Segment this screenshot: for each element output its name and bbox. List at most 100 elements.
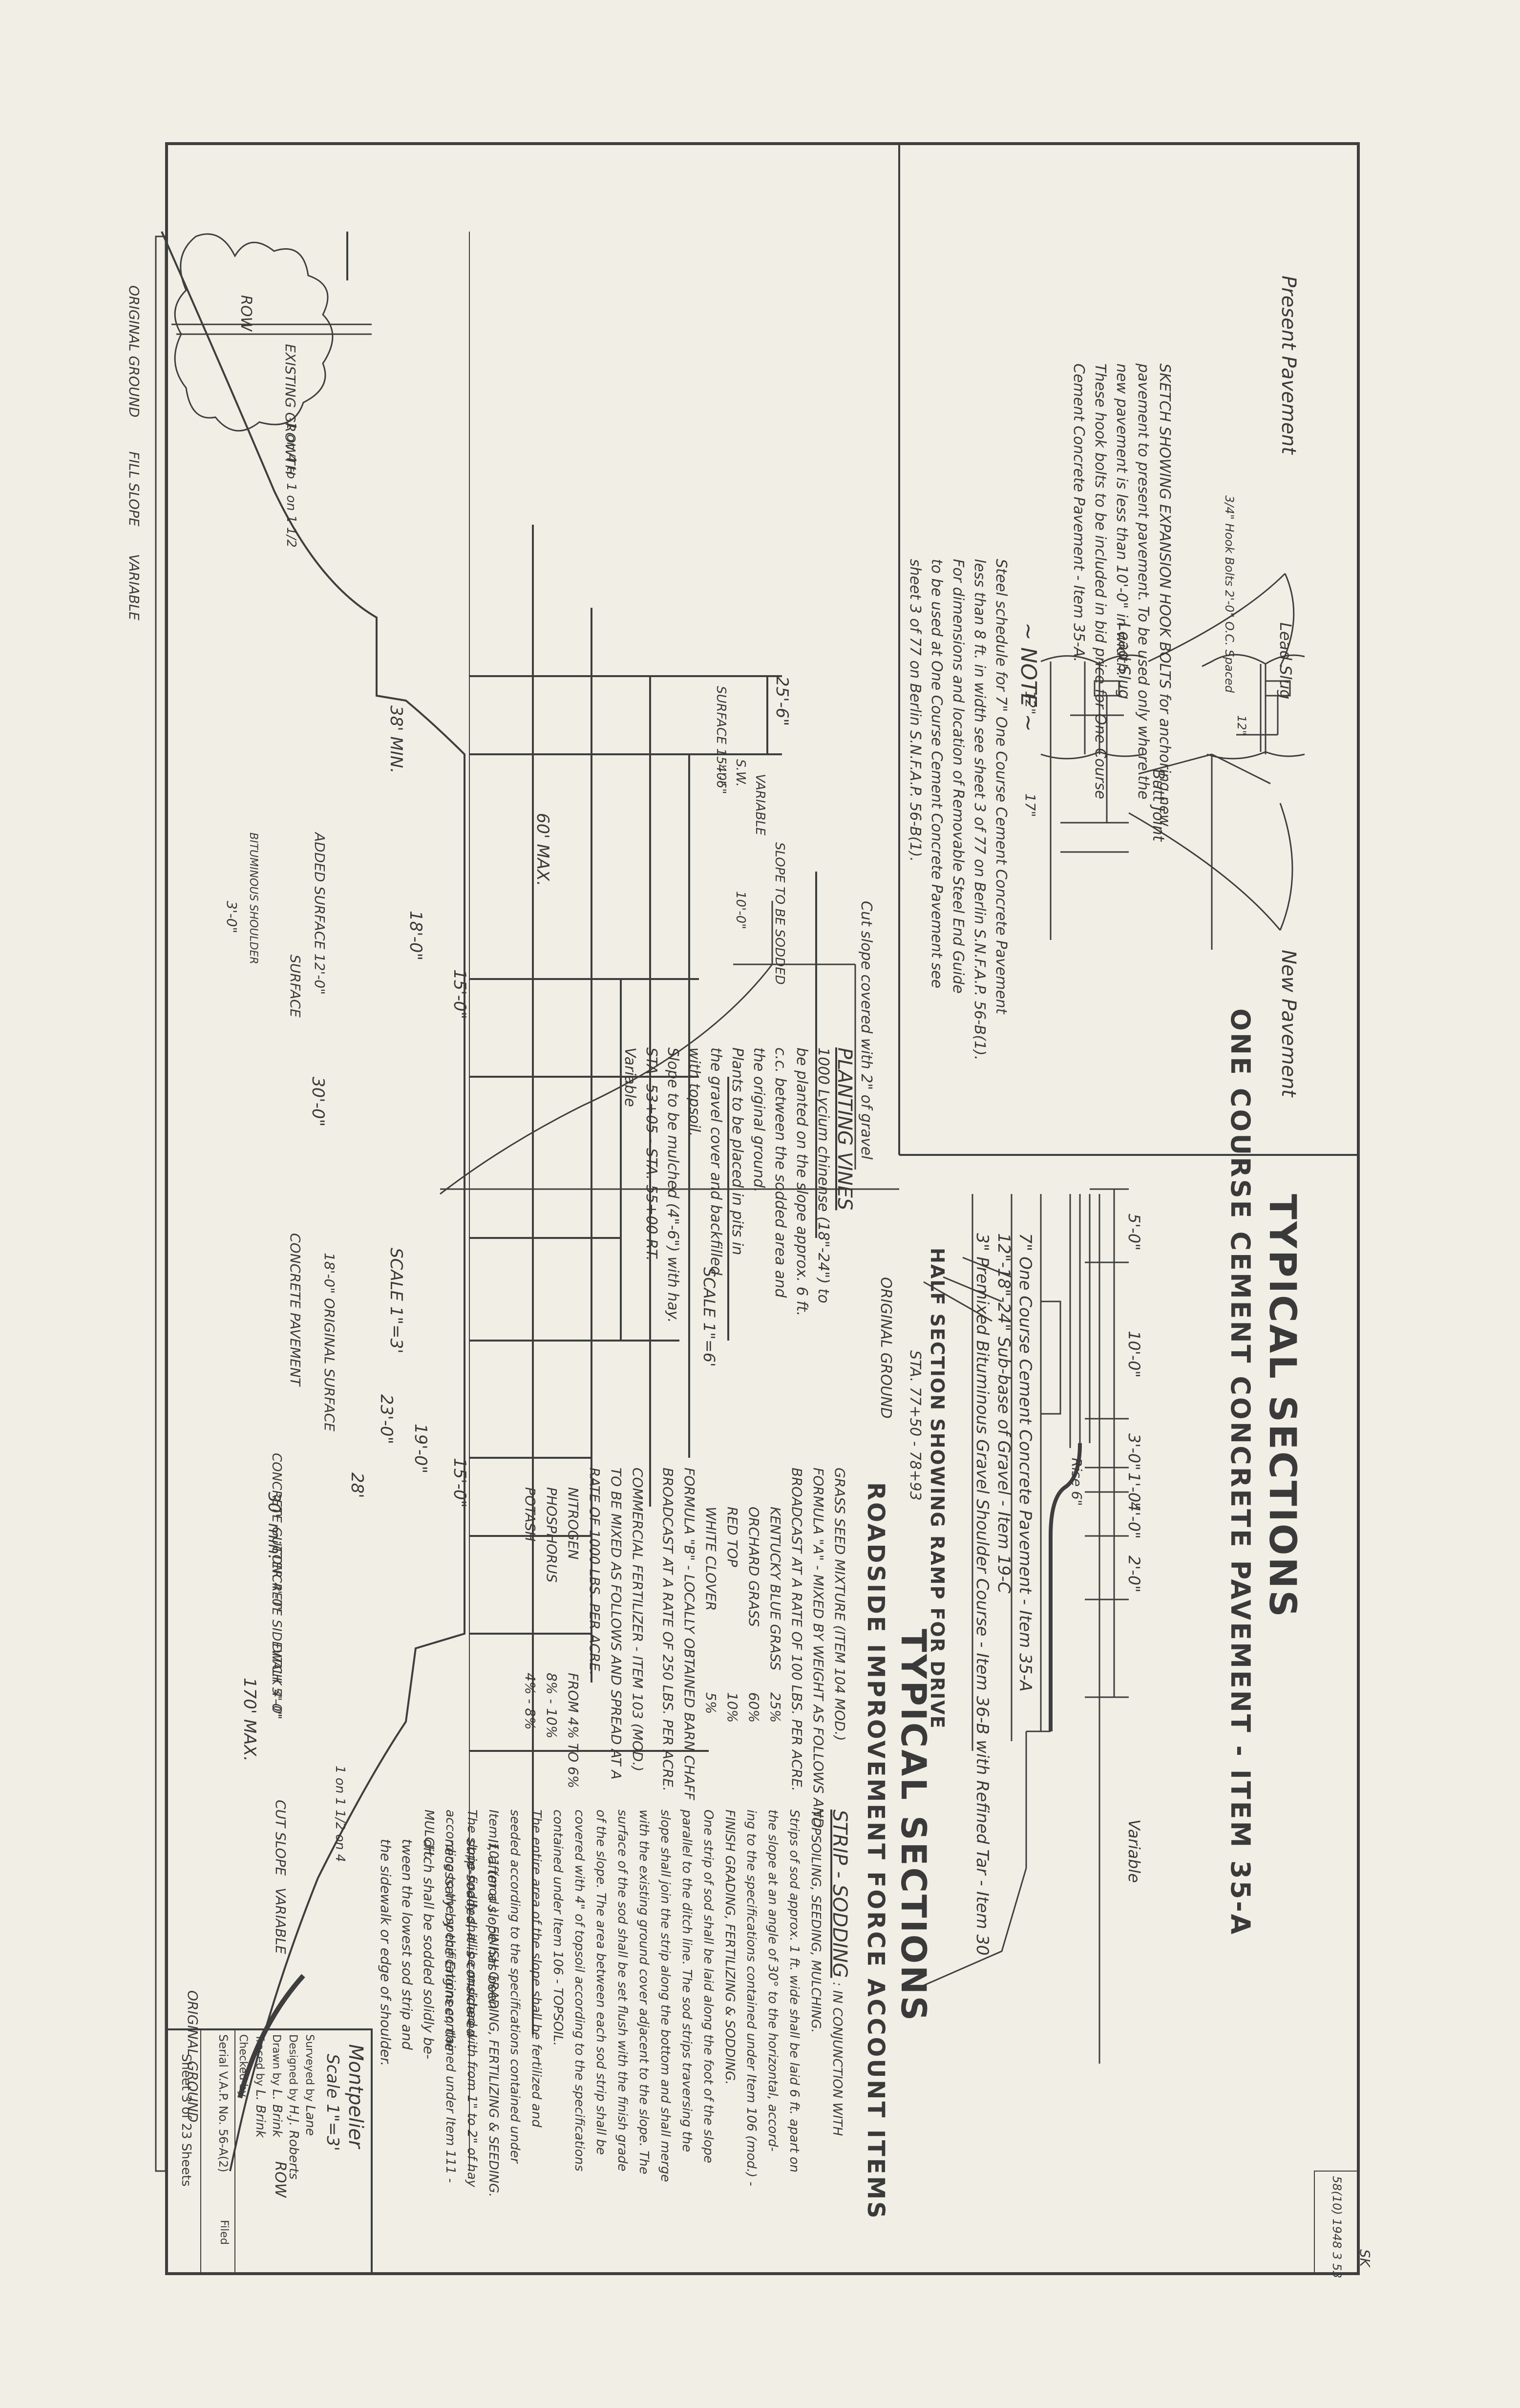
tb-label: Drawn by (270, 2034, 282, 2086)
grass-row-1: KENTUCKY BLUE GRASS 25% (764, 1468, 786, 1828)
roadside-subtitle: ROADSIDE IMPROVEMENT FORCE ACCOUNT ITEMS (862, 1482, 889, 2220)
hook-bolt-note: SKETCH SHOWING EXPANSION HOOK BOLTS for … (1068, 363, 1175, 827)
bottom-scale: SCALE 1"=3' (386, 1248, 406, 1354)
footnote-line-3: necessary by the Engineer, the (442, 1839, 458, 2051)
outer-border (165, 142, 1360, 2275)
grass-row-3: RED TOP 10% (721, 1468, 743, 1828)
planting-line-7: with topsoil. (686, 1047, 703, 1137)
dim-15-0a: 15'-0" (450, 969, 469, 1020)
grass-seed-note: GRASS SEED MIXTURE (ITEM 104 MOD.) FORMU… (519, 1468, 850, 1828)
fertilizer-name: NITROGEN (565, 1487, 581, 1560)
grass-pct: 60% (746, 1692, 762, 1723)
grass-name: ORCHARD GRASS (746, 1507, 762, 1627)
strip-sodding-title: STRIP - SODDING (828, 1810, 851, 1978)
grass-pct: 5% (703, 1692, 719, 1714)
tb-row-1: Surveyed by Lane (301, 2034, 318, 2179)
footnote-line-4: ditch shall be sodded solidly be- (421, 1839, 437, 2059)
grass-formula-a: FORMULA "A" - MIXED BY WEIGHT AS FOLLOWS… (810, 1468, 826, 1828)
planting-title: PLANTING VINES (833, 1047, 856, 1211)
strip-line-1: : IN CONJUNCTION WITH (830, 1982, 844, 2136)
note-line-1: Steel schedule for 7" One Course Cement … (992, 559, 1010, 1014)
surface-label: SURFACE (287, 955, 303, 1018)
cut-slope-label: CUT SLOPE (273, 1800, 289, 1876)
dim-variable: VARIABLE (753, 774, 767, 836)
row-label-left: ROW (237, 295, 254, 332)
top-section-title: TYPICAL SECTIONS (1261, 1194, 1305, 1619)
fertilizer-pct: 4% - 8% (522, 1673, 538, 1730)
fertilizer-pct: FROM 4% TO 6% (565, 1673, 581, 1789)
dim-25-6: 25'-6" (772, 676, 792, 726)
dim-sw: S.W. (733, 759, 748, 787)
strip-line-12: of the slope. The area between each sod … (593, 1810, 608, 2155)
note-line-3: For dimensions and location of Removable… (950, 559, 967, 994)
title-block-scale: Scale 1"=3' (323, 2054, 342, 2152)
roadside-title: TYPICAL SECTIONS (893, 1629, 933, 2023)
strip-line-4: the slope at an angle of 30° to the hori… (765, 1810, 780, 2152)
corner-mark: SK (1357, 2249, 1373, 2267)
tb-value: Lane (303, 2105, 317, 2136)
present-pavement-label: Present Pavement (1277, 276, 1300, 454)
tb-label: Checked by (237, 2034, 249, 2097)
tb-serial: Serial V.A.P. No. 56-A(2) (216, 2034, 230, 2173)
tb-row-4: Traced by L. Brink (252, 2034, 268, 2179)
strip-line-2: TOPSOILING, SEEDING, MULCHING. (808, 1810, 823, 2033)
note-line-5: sheet 3 of 77 on Berlin S.N.F.A.P. 56-B(… (907, 559, 924, 862)
grass-heading: GRASS SEED MIXTURE (ITEM 104 MOD.) (832, 1468, 848, 1741)
fertilizer-name: PHOSPHORUS (544, 1487, 560, 1583)
strip-line-15: The entire area of the slope shall be fe… (529, 1810, 544, 2128)
strip-line-5: ing to the specifications contained unde… (744, 1810, 759, 2186)
dim-slope-sodded: SLOPE TO BE SODDED (772, 842, 787, 985)
tb-label: Surveyed by (303, 2034, 316, 2102)
fertilizer-name: POTASH (522, 1487, 538, 1542)
dim-17: 17" (1022, 793, 1038, 817)
grass-broadcast-a: BROADCAST AT A RATE OF 100 LBS. PER ACRE… (789, 1468, 805, 1791)
fertilizer-row-2: PHOSPHORUS 8% - 10% (541, 1468, 562, 1828)
grass-row-4: WHITE CLOVER 5% (700, 1468, 721, 1828)
grass-name: KENTUCKY BLUE GRASS (767, 1507, 783, 1671)
hook-note-2: pavement to present pavement. To be used… (1135, 363, 1152, 800)
dim-30-0: 30'-0" (308, 1077, 328, 1127)
footnote-line-5: tween the lowest sod strip and (399, 1839, 415, 2050)
sheet-stamp: 58(10) 1948 3 53 (1330, 2176, 1344, 2279)
dim-18-0: 18'-0" (406, 911, 425, 961)
strip-line-8: parallel to the ditch line. The sod stri… (679, 1810, 694, 2152)
dim-12b: 12" (1235, 715, 1248, 736)
footnote-line-2: strip-sodded, it is considered (464, 1839, 480, 2037)
roadside-original-ground: ORIGINAL GROUND (877, 1277, 894, 1419)
concrete-pavement-label: CONCRETE PAVEMENT (287, 1233, 303, 1386)
ramp-dim-1: 5'-0" (1125, 1214, 1143, 1251)
road-cross-section (161, 231, 1359, 2275)
planting-line-10: Variable (621, 1047, 638, 1107)
planting-line-4: the original ground. (750, 1047, 767, 1193)
dim-60-max: 60' MAX. (533, 813, 552, 887)
grass-pct: 10% (724, 1692, 740, 1723)
slope-ratio-left: 1 on 4 to 1 on 1 1/2 (284, 422, 298, 548)
tb-value: H.J. Roberts (286, 2105, 301, 2180)
tb-sheet-no: Sheet 3 of 23 Sheets (179, 2054, 193, 2187)
note-line-2: less than 8 ft. in width see sheet 3 of … (971, 559, 988, 1061)
lead-slug-label-1: Lead Slug (1276, 622, 1295, 700)
strip-line-6: FINISH GRADING, FERTILIZING & SODDING. (722, 1810, 737, 2085)
note-body: Steel schedule for 7" One Course Cement … (904, 559, 1012, 1060)
dim-38-min: 38' MIN. (386, 705, 406, 774)
fertilizer-pct: 8% - 10% (544, 1673, 560, 1739)
grass-name: RED TOP (724, 1507, 740, 1567)
added-surface: ADDED SURFACE 12'-0" (312, 832, 328, 995)
orig-surface: 18'-0" ORIGINAL SURFACE (321, 1253, 338, 1431)
sod-footnote: If, after a slope has been strip-sodded,… (375, 1839, 504, 2066)
hook-note-5: Cement Concrete Pavement - Item 35-A. (1070, 363, 1087, 662)
note-title: ~ NOTE ~ (1016, 622, 1041, 732)
dim-170-max: 170' MAX. (240, 1678, 259, 1762)
ramp-note-1: 7" One Course Cement Concrete Pavement -… (1015, 1233, 1035, 1692)
grass-formula-b: FORMULA "B" - LOCALLY OBTAINED BARN CHAF… (681, 1468, 697, 1800)
half-section-station: STA. 77+50 - 78+93 (907, 1350, 924, 1501)
slope-ratio-right: 1 on 1 1/2 on 4 (333, 1766, 347, 1862)
note-line-4: to be used at One Course Cement Concrete… (928, 559, 945, 988)
strip-line-9: slope shall join the strip along the bot… (658, 1810, 673, 2182)
grass-name: WHITE CLOVER (703, 1507, 719, 1611)
dim-10-0: 10'-0" (733, 891, 748, 930)
grass-pct: 25% (767, 1692, 783, 1723)
dim-28: 28' (347, 1472, 367, 1498)
fertilizer-heading: COMMERCIAL FERTILIZER - ITEM 103 (MOD.) (630, 1468, 646, 1772)
